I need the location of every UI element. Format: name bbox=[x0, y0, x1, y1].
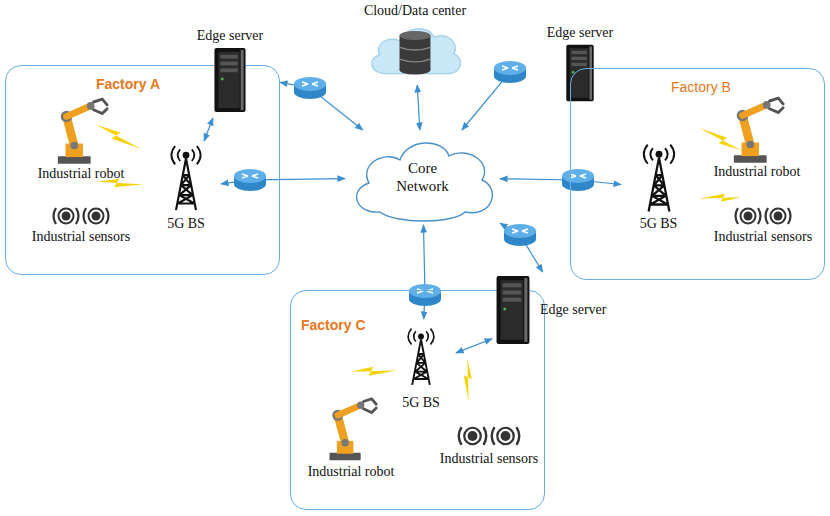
node-label: Edge server bbox=[547, 25, 613, 41]
tower-icon bbox=[161, 141, 211, 216]
server-icon bbox=[561, 43, 599, 103]
node-label: Factory B bbox=[671, 79, 731, 95]
router-icons bbox=[234, 61, 594, 306]
network-link bbox=[417, 85, 420, 130]
router-icon bbox=[494, 61, 526, 83]
clouddb-icon bbox=[365, 21, 465, 79]
wireless-bolt bbox=[699, 180, 741, 216]
router-icon bbox=[562, 169, 594, 191]
robot-icon: Industrial robot bbox=[296, 394, 406, 494]
router-icon bbox=[504, 224, 536, 246]
node-label: Industrial sensors bbox=[440, 451, 538, 467]
server-icon bbox=[492, 274, 534, 346]
node-label: 5G BS bbox=[167, 216, 205, 232]
edge-server: Edge server bbox=[525, 25, 635, 107]
node-label: Industrial robot bbox=[38, 166, 125, 182]
wireless-bolt bbox=[699, 128, 740, 150]
sensor-icon: Industrial sensors bbox=[11, 203, 151, 258]
network-link bbox=[500, 223, 543, 272]
robot-icon bbox=[52, 96, 110, 166]
robot-icon: Industrial robot bbox=[693, 96, 821, 191]
tower-icon bbox=[633, 141, 685, 216]
wireless-bolt bbox=[351, 351, 398, 391]
router-icon bbox=[409, 284, 441, 306]
robot-icon: Industrial robot bbox=[11, 96, 151, 191]
wireless-bolt bbox=[97, 125, 142, 149]
robot-icon bbox=[324, 394, 379, 464]
tower-icon bbox=[399, 319, 443, 395]
server-icon bbox=[210, 46, 250, 114]
factory-region: Factory B Industrial robot 5G BS Industrial… bbox=[570, 68, 825, 280]
node-label: Edge server bbox=[540, 302, 606, 318]
cloud-datacenter: Cloud/Data center bbox=[355, 3, 475, 85]
sensor-icon bbox=[456, 421, 522, 451]
node-label: Edge server bbox=[197, 28, 263, 44]
node-label: Core Network bbox=[391, 160, 455, 195]
node-label: Cloud/Data center bbox=[364, 3, 466, 19]
edge-server: Edge server bbox=[180, 28, 280, 118]
base-station: 5G BS bbox=[621, 141, 696, 236]
router-icon bbox=[294, 77, 326, 99]
base-station: 5G BS bbox=[386, 319, 456, 414]
node-label: Industrial sensors bbox=[714, 229, 812, 245]
node-label: 5G BS bbox=[402, 395, 440, 411]
wireless-bolt bbox=[450, 359, 486, 401]
network-link bbox=[204, 118, 213, 141]
sensor-icon: Industrial sensors bbox=[433, 421, 545, 481]
core-network-cloud: Core Network bbox=[345, 130, 500, 225]
node-label: Industrial robot bbox=[308, 464, 395, 480]
base-station: 5G BS bbox=[151, 141, 221, 236]
edge-server: Edge server bbox=[492, 272, 640, 348]
robot-icon bbox=[728, 96, 786, 164]
node-label: 5G BS bbox=[640, 216, 678, 232]
node-label: Factory C bbox=[301, 317, 366, 333]
node-label: Factory A bbox=[96, 76, 160, 92]
sensor-icon bbox=[51, 203, 111, 229]
sensor-icon: Industrial sensors bbox=[703, 203, 823, 258]
node-label: Industrial robot bbox=[714, 164, 801, 180]
wireless-bolts bbox=[97, 125, 742, 401]
sensor-icon bbox=[733, 203, 793, 229]
router-icon bbox=[234, 169, 266, 191]
network-link bbox=[500, 179, 621, 185]
network-link bbox=[456, 339, 492, 353]
node-label: Industrial sensors bbox=[32, 229, 130, 245]
